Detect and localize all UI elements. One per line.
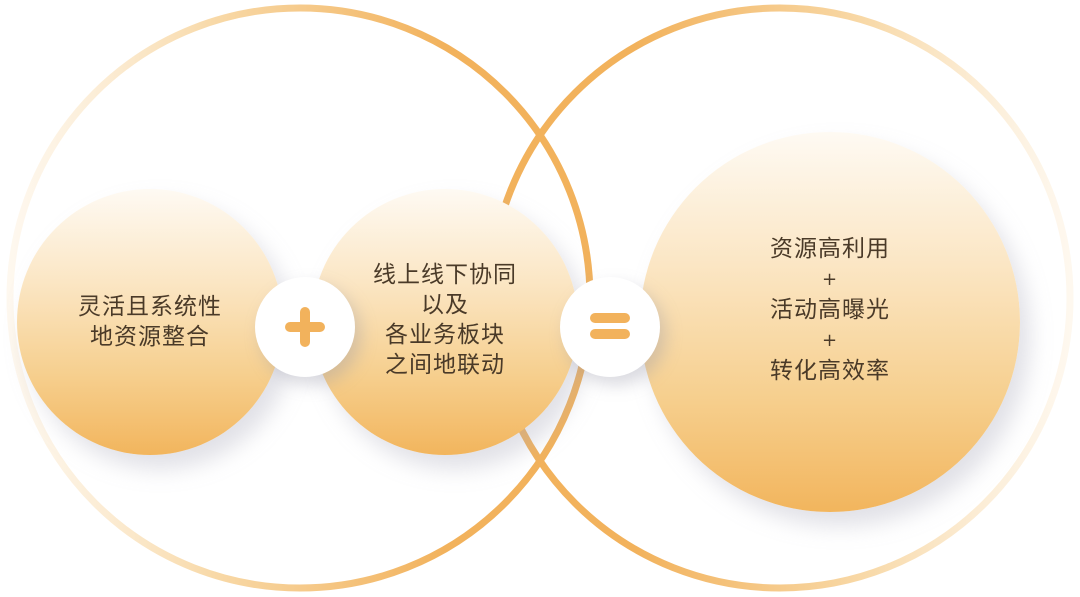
result-line: 活动高曝光: [770, 296, 890, 323]
plus-icon: [285, 307, 325, 347]
result-bubble: 资源高利用 + 活动高曝光 + 转化高效率: [640, 132, 1020, 512]
label-line: 以及: [421, 292, 469, 318]
result-plus-separator: +: [821, 329, 839, 351]
result-bubble-label: 资源高利用 + 活动高曝光 + 转化高效率: [770, 234, 890, 387]
input-bubble-online-offline-linkage: 线上线下协同 以及 各业务板块 之间地联动: [312, 189, 578, 455]
label-line: 地资源整合: [90, 324, 210, 350]
result-line: 资源高利用: [770, 235, 890, 262]
equals-icon: [590, 313, 630, 341]
result-line: 转化高效率: [770, 357, 890, 384]
label-line: 线上线下协同: [373, 262, 517, 288]
plus-operator-badge: [255, 277, 355, 377]
result-plus-separator: +: [821, 268, 839, 290]
input-bubble-label: 线上线下协同 以及 各业务板块 之间地联动: [373, 260, 517, 380]
equals-operator-badge: [560, 277, 660, 377]
input-bubble-label: 灵活且系统性 地资源整合: [78, 292, 222, 352]
label-line: 之间地联动: [385, 352, 505, 378]
input-bubble-resource-integration: 灵活且系统性 地资源整合: [17, 189, 283, 455]
label-line: 各业务板块: [385, 322, 505, 348]
label-line: 灵活且系统性: [78, 294, 222, 320]
